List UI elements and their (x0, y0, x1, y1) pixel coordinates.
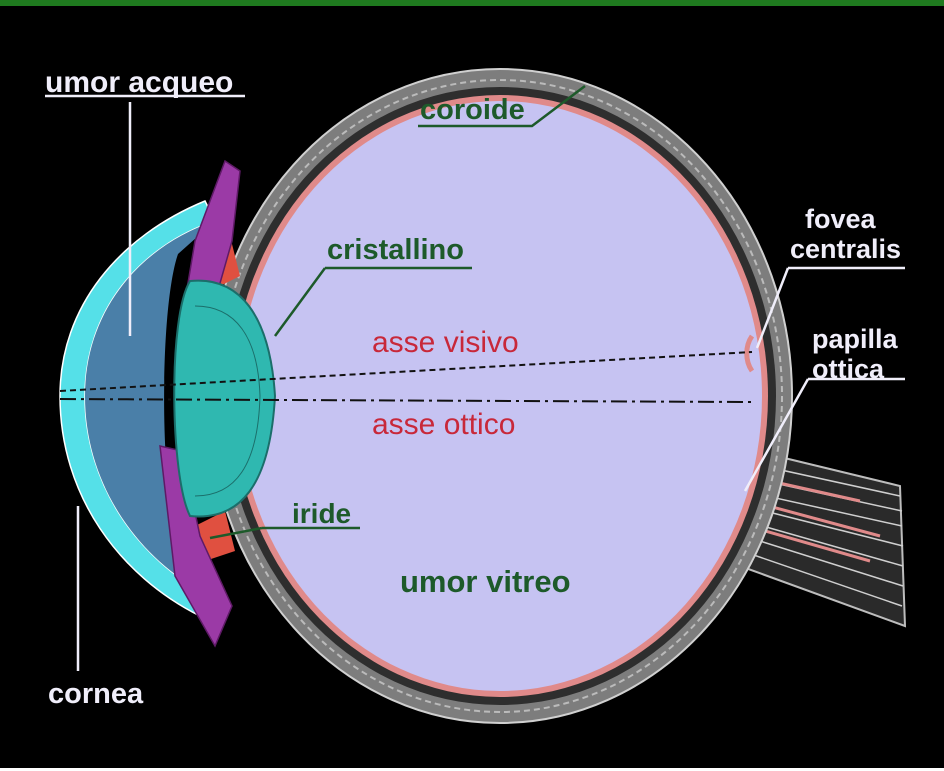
label-umor-vitreo: umor vitreo (400, 564, 571, 600)
label-cornea: cornea (48, 678, 143, 711)
label-asse-ottico: asse ottico (372, 408, 515, 442)
label-ottica: ottica (812, 354, 884, 385)
label-asse-visivo: asse visivo (372, 326, 519, 360)
label-fovea: fovea (805, 204, 876, 235)
vitreous-body (238, 101, 762, 691)
label-umor-acqueo: umor acqueo (45, 66, 233, 100)
label-papilla: papilla (812, 324, 898, 355)
label-coroide: coroide (420, 94, 525, 127)
label-centralis: centralis (790, 234, 901, 265)
label-cristallino: cristallino (327, 234, 464, 267)
diagram-panel: umor acqueo coroide cristallino fovea ce… (0, 6, 944, 768)
label-iride: iride (292, 498, 351, 530)
